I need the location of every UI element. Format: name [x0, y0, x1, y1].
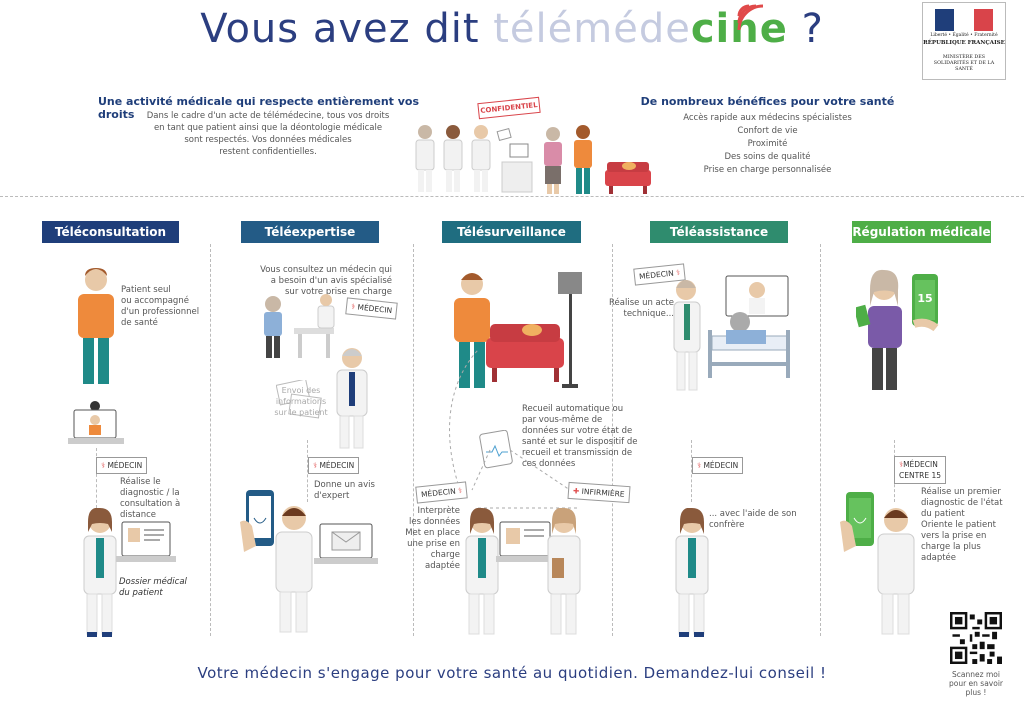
category-teleassistance: Téléassistance: [650, 221, 788, 243]
rights-line: sont respectés. Vos données médicales: [184, 135, 352, 145]
doctor-with-phone: [840, 492, 915, 635]
action-text: Réalise un premier diagnostic de l'état …: [921, 487, 1003, 563]
action-text: Donne un avis d'expert: [314, 480, 375, 501]
flag-icon: [935, 9, 993, 31]
title-part: télémé: [493, 6, 639, 52]
nurse-figure: [443, 125, 463, 192]
confidentiel-stamp: CONFIDENTIEL: [477, 96, 541, 120]
title-part: de: [638, 6, 691, 52]
qr-code[interactable]: [950, 612, 1002, 664]
category-teleconsultation: Téléconsultation: [42, 221, 179, 243]
medecin-centre15-tag: ⚕MÉDECIN CENTRE 15: [894, 456, 947, 484]
monitor-icon: [509, 143, 529, 158]
link-line: [691, 440, 692, 502]
intro-illustration: [415, 125, 651, 194]
tag-label: MÉDECIN: [357, 302, 393, 316]
patient-figure: [78, 268, 114, 384]
patient-text: Patient seul ou accompagné d'un professi…: [121, 285, 200, 328]
logo-republique: RÉPUBLIQUE FRANÇAISE: [923, 40, 1005, 46]
doctor-figure: [415, 125, 435, 192]
tag-label: MÉDECIN CENTRE 15: [899, 460, 942, 480]
envelope-icon: [276, 380, 322, 419]
action-text: Réalise le diagnostic / la consultation …: [120, 477, 181, 520]
category-regulation-medicale: Régulation médicale: [852, 221, 991, 243]
title-part: ?: [787, 6, 824, 52]
benefit-item: Confort de vie: [737, 126, 798, 136]
action-text: Interprète les données Met en place une …: [405, 506, 460, 571]
benefits-list: Accès rapide aux médecins spécialistes C…: [640, 112, 895, 177]
medecin-tag: ⚕ MÉDECIN: [96, 457, 148, 474]
category-teleexpertise: Téléexpertise: [241, 221, 379, 243]
column-divider: [612, 244, 613, 636]
envelope-icon: [496, 127, 512, 141]
laptop-icon: [116, 521, 176, 562]
title-part: Vous avez dit: [200, 6, 494, 52]
wifi-hand-icon: [737, 4, 764, 31]
medecin-tag: ⚕ MÉDECIN: [308, 457, 360, 474]
doctor-figure: [83, 508, 117, 637]
column-divider: [210, 244, 211, 636]
laptop-icon: [314, 523, 378, 564]
doctor-nurse-scene: [465, 508, 581, 635]
logo-motto: Liberté • Égalité • Fraternité: [930, 33, 998, 38]
benefits-heading: De nombreux bénéfices pour votre santé: [640, 95, 895, 108]
tag-label: MÉDECIN: [420, 486, 457, 500]
patient-on-sofa: [454, 272, 582, 388]
medecin-tag: ⚕ MÉDECIN: [345, 297, 398, 320]
benefit-item: Accès rapide aux médecins spécialistes: [683, 113, 852, 123]
footer-slogan: Votre médecin s'engage pour votre santé …: [197, 664, 827, 682]
medecin-tag: ⚕ MÉDECIN: [692, 457, 744, 474]
doctor-figure: [675, 508, 709, 637]
rights-text: Dans le cadre d'un acte de télémédecine,…: [98, 110, 438, 158]
tablet-icon: [479, 430, 513, 469]
envoi-text: Envoi des informations sur le patient: [274, 386, 328, 417]
recueil-text: Recueil automatique ou par vous-même de …: [522, 404, 638, 469]
aide-text: ... avec l'aide de son confrère: [709, 509, 797, 530]
patient-with-phone: 15: [856, 269, 939, 390]
logo-ministere: MINISTÈRE DES SOLIDARITÉS ET DE LA SANTÉ: [933, 55, 995, 72]
rights-heading: Une activité médicale qui respecte entiè…: [98, 95, 420, 121]
hospital-bed-scene: [673, 275, 790, 391]
phone-number: 15: [917, 292, 932, 305]
page-title: Vous avez dit télémédecine ?: [0, 6, 1024, 52]
tag-label: MÉDECIN: [703, 461, 739, 470]
column-divider: [820, 244, 821, 636]
rights-line: en tant que patient ainsi que la déontol…: [153, 123, 383, 133]
link-line: [307, 440, 308, 502]
republique-logo: Liberté • Égalité • Fraternité RÉPUBLIQU…: [922, 2, 1006, 80]
benefit-item: Prise en charge personnalisée: [703, 165, 832, 175]
consultation-scene: [264, 294, 335, 358]
rights-line: restent confidentielles.: [219, 147, 317, 157]
section-divider: [0, 196, 1024, 197]
column-divider: [413, 244, 414, 636]
category-telesurveillance: Télésurveillance: [442, 221, 581, 243]
action-text: Réalise un acte technique...: [609, 298, 674, 319]
benefit-item: Des soins de qualité: [724, 152, 811, 162]
desk: [501, 161, 533, 193]
doctor-figure: [336, 348, 368, 449]
tag-label: INFIRMIÈRE: [581, 486, 625, 499]
tag-label: MÉDECIN: [319, 461, 355, 470]
patient-figure: [574, 125, 592, 194]
laptop-icon: [68, 401, 124, 444]
doctor-figure: [471, 125, 491, 192]
intro-text: Vous consultez un médecin qui a besoin d…: [260, 265, 392, 297]
qr-caption: Scannez moi pour en savoir plus !: [948, 670, 1004, 697]
tag-label: MÉDECIN: [638, 268, 675, 282]
benefit-item: Proximité: [747, 139, 788, 149]
tag-label: MÉDECIN: [107, 461, 143, 470]
dossier-text: Dossier médical du patient: [119, 577, 187, 598]
patient-figure: [544, 127, 562, 194]
sofa: [605, 162, 651, 194]
link-line: [96, 448, 97, 508]
doctor-with-phone: [240, 490, 313, 633]
rights-line: Dans le cadre d'un acte de télémédecine,…: [146, 111, 390, 121]
